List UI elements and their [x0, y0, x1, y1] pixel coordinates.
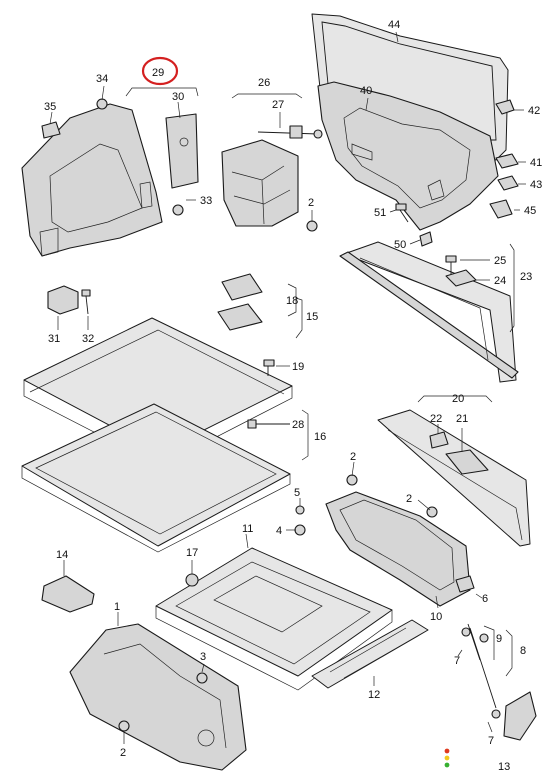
highlight-circle	[141, 56, 179, 86]
label-2-a[interactable]: 2	[308, 197, 314, 209]
label-32[interactable]: 32	[82, 333, 94, 345]
part-19-screw	[263, 359, 275, 376]
part-5-screw	[295, 505, 305, 515]
part-41-clip	[495, 153, 519, 169]
part-1-rear-panel	[69, 623, 247, 771]
label-21[interactable]: 21	[456, 413, 468, 425]
label-23[interactable]: 23	[520, 271, 532, 283]
label-17[interactable]: 17	[186, 547, 198, 559]
label-50[interactable]: 50	[394, 239, 406, 251]
label-18[interactable]: 18	[286, 295, 298, 307]
label-20[interactable]: 20	[452, 393, 464, 405]
part-33-clip	[172, 204, 184, 216]
part-28-pin	[247, 419, 290, 429]
label-2-c[interactable]: 2	[120, 747, 126, 759]
label-19[interactable]: 19	[292, 361, 304, 373]
part-35-clip	[41, 121, 61, 139]
part-20-sill-panel	[377, 409, 531, 547]
part-16-floor-mat	[21, 403, 291, 553]
part-43-clip	[497, 175, 519, 191]
label-28[interactable]: 28	[292, 419, 304, 431]
label-25[interactable]: 25	[494, 255, 506, 267]
part-9-ball-stud	[479, 633, 489, 643]
label-2-d[interactable]: 2	[406, 493, 412, 505]
part-2-screw-b	[346, 474, 358, 486]
part-27-fastener	[257, 125, 323, 139]
label-41[interactable]: 41	[530, 157, 542, 169]
part-14-bracket	[41, 575, 95, 613]
label-3[interactable]: 3	[200, 651, 206, 663]
part-2-screw-a	[306, 220, 318, 232]
label-7-b[interactable]: 7	[488, 735, 494, 747]
label-1[interactable]: 1	[114, 601, 120, 613]
label-10[interactable]: 10	[430, 611, 442, 623]
label-29[interactable]: 29	[152, 67, 164, 79]
part-7-ball-stud-a	[461, 627, 471, 637]
label-42[interactable]: 42	[528, 105, 540, 117]
part-51-screw	[395, 203, 409, 223]
label-26[interactable]: 26	[258, 77, 270, 89]
label-44[interactable]: 44	[388, 19, 400, 31]
status-indicator-lights	[444, 748, 450, 768]
part-2-screw-c	[118, 720, 130, 732]
leader-lines	[49, 31, 526, 744]
part-number-labels: 29 34 35 30 33 31 32 26 27 2 44 40 42 41…	[44, 19, 542, 773]
part-18-cover-hatch	[217, 273, 263, 331]
part-32-screw	[81, 289, 91, 315]
label-14[interactable]: 14	[56, 549, 68, 561]
part-25-screw	[445, 255, 457, 274]
part-3-bolt	[196, 672, 208, 684]
part-4-washer	[294, 524, 306, 536]
label-51[interactable]: 51	[374, 207, 386, 219]
part-13-hinge-bracket	[503, 691, 537, 741]
part-26-storage-tray	[221, 139, 299, 227]
label-27[interactable]: 27	[272, 99, 284, 111]
part-6-clip	[455, 575, 475, 593]
green-light-icon	[444, 762, 450, 768]
part-10-storage-bin	[325, 491, 471, 607]
part-30-cover-panel	[165, 113, 199, 189]
yellow-light-icon	[444, 755, 450, 761]
part-12-grille	[311, 619, 429, 689]
label-43[interactable]: 43	[530, 179, 542, 191]
label-6[interactable]: 6	[482, 593, 488, 605]
label-40[interactable]: 40	[360, 85, 372, 97]
red-light-icon	[444, 748, 450, 754]
label-24[interactable]: 24	[494, 275, 506, 287]
label-15[interactable]: 15	[306, 311, 318, 323]
label-4[interactable]: 4	[276, 525, 282, 537]
label-30[interactable]: 30	[172, 91, 184, 103]
part-23-luggage-cover	[339, 241, 519, 383]
label-35[interactable]: 35	[44, 101, 56, 113]
part-45-clip	[489, 199, 513, 219]
label-7-a[interactable]: 7	[454, 655, 460, 667]
label-33[interactable]: 33	[200, 195, 212, 207]
label-22[interactable]: 22	[430, 413, 442, 425]
label-2-b[interactable]: 2	[350, 451, 356, 463]
part-7-ball-stud-b	[491, 709, 501, 719]
label-16[interactable]: 16	[314, 431, 326, 443]
label-34[interactable]: 34	[96, 73, 108, 85]
part-29-side-trim-panel	[21, 103, 163, 257]
part-22-clip	[429, 431, 449, 449]
part-34-clip	[96, 98, 108, 110]
part-40-tailgate-inner-panel	[317, 81, 499, 231]
part-17-plug	[185, 573, 199, 587]
label-45[interactable]: 45	[524, 205, 536, 217]
label-9[interactable]: 9	[496, 633, 502, 645]
label-8[interactable]: 8	[520, 645, 526, 657]
part-11-floor-frame	[155, 547, 393, 691]
label-13[interactable]: 13	[498, 761, 510, 773]
label-31[interactable]: 31	[48, 333, 60, 345]
label-12[interactable]: 12	[368, 689, 380, 701]
label-5[interactable]: 5	[294, 487, 300, 499]
part-31-bracket	[47, 285, 79, 315]
label-11[interactable]: 11	[242, 523, 253, 535]
part-50-clip	[419, 231, 433, 247]
